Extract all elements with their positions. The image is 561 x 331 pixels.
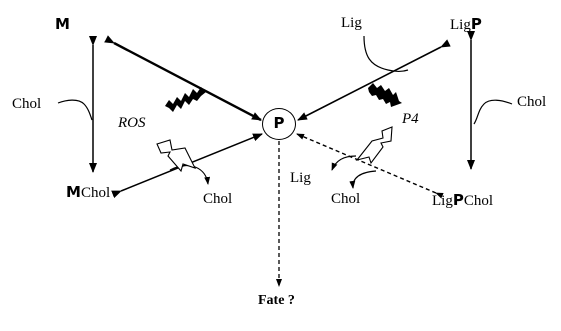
chol-left-label: Chol bbox=[12, 96, 42, 112]
chol-right-curve bbox=[473, 99, 513, 125]
lig-top-label: Lig bbox=[341, 15, 362, 31]
node-lig-p-symbol: P bbox=[470, 15, 482, 33]
node-m-chol-suffix: Chol bbox=[80, 185, 111, 201]
chol-bottom-left-label: Chol bbox=[203, 191, 233, 207]
ros-wavy-arrow-icon bbox=[165, 87, 206, 112]
chol-left-curve bbox=[57, 99, 93, 121]
p4-wavy-arrow-icon bbox=[368, 83, 402, 107]
m-to-p-arrow bbox=[104, 35, 262, 122]
node-m-symbol: M bbox=[55, 15, 70, 33]
ros-lightning-icon bbox=[156, 139, 197, 173]
lig-top-curve bbox=[363, 35, 409, 73]
node-lig-p-prefix: Lig bbox=[450, 17, 471, 33]
ligpchol-to-p-arrow bbox=[296, 133, 444, 199]
node-lig-p-chol-symbol: P bbox=[452, 191, 464, 209]
chol-bottom-right-label: Chol bbox=[331, 191, 361, 207]
node-m: M bbox=[55, 17, 70, 33]
node-lig-p: LigP bbox=[450, 17, 482, 33]
chol-bottom-right-curve bbox=[349, 170, 377, 189]
node-lig-p-chol-prefix: Lig bbox=[432, 193, 453, 209]
center-node-p: P bbox=[262, 108, 296, 140]
ligp-to-p-arrow bbox=[297, 39, 451, 121]
lig-bottom-curve bbox=[331, 155, 357, 171]
p4-label: P4 bbox=[402, 111, 419, 127]
fate-label: Fate ? bbox=[258, 293, 295, 308]
ros-label: ROS bbox=[118, 115, 146, 131]
lig-bottom-label: Lig bbox=[290, 170, 311, 186]
node-m-chol-symbol: M bbox=[66, 183, 81, 201]
node-lig-p-chol: LigPChol bbox=[432, 193, 493, 209]
node-lig-p-chol-suffix: Chol bbox=[463, 193, 494, 209]
node-m-chol: MChol bbox=[66, 185, 110, 201]
chol-right-label: Chol bbox=[517, 94, 547, 110]
chol-bottom-left-curve bbox=[169, 165, 211, 185]
p4-lightning-icon bbox=[355, 126, 393, 165]
